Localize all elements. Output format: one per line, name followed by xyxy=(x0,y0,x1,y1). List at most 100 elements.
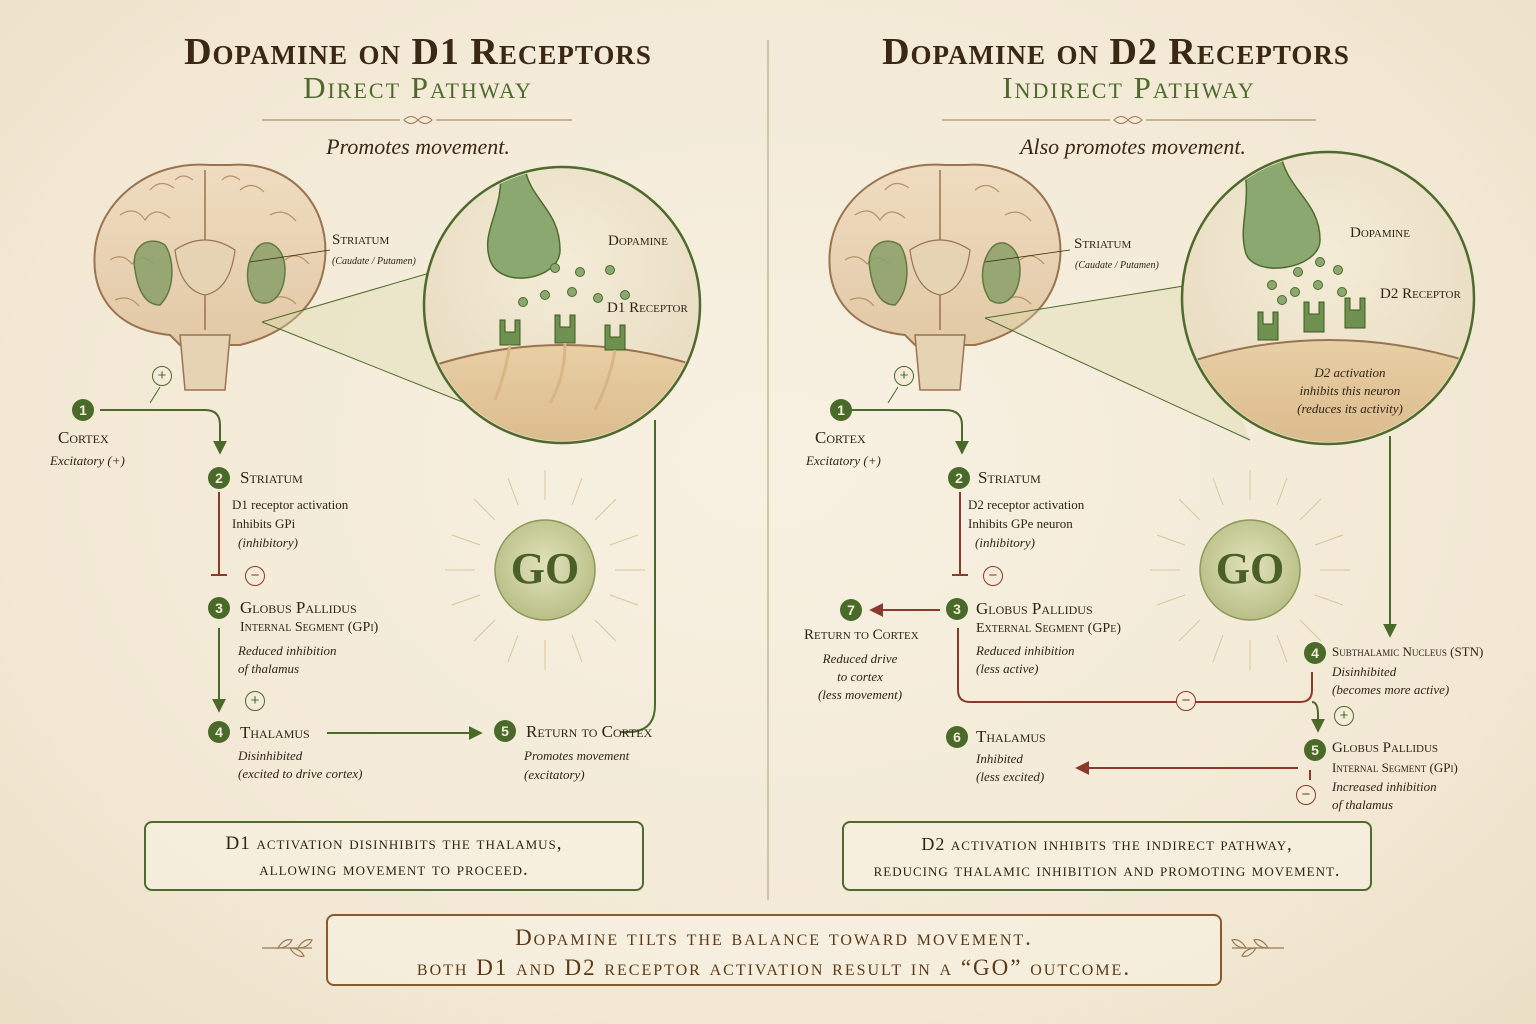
left-go-sunburst xyxy=(445,470,645,670)
left-summary-line2: allowing movement to proceed. xyxy=(259,859,529,880)
left-node3-badge: 3 xyxy=(208,597,230,619)
right-node6-badge: 6 xyxy=(946,726,968,748)
bottom-conclusion-box: Dopamine tilts the balance toward moveme… xyxy=(326,914,1222,986)
left-dopamine-label: Dopamine xyxy=(608,233,668,249)
left-node5-line1: Promotes movement xyxy=(524,748,630,763)
right-striatum-sub: (Caudate / Putamen) xyxy=(1075,260,1159,271)
right-node4-line1: Disinhibited xyxy=(1332,664,1397,679)
bottom-line2: both D1 and D2 receptor activation resul… xyxy=(416,955,1132,980)
right-node7-title: Return to Cortex xyxy=(804,627,919,643)
right-neuron-note1: D2 activation xyxy=(1314,365,1386,380)
right-node4-line2: (becomes more active) xyxy=(1332,682,1450,697)
left-disinhibit-plus-sign: + xyxy=(245,691,265,711)
right-node3-badge: 3 xyxy=(946,598,968,620)
left-title: Dopamine on D1 Receptors xyxy=(184,31,652,73)
right-tagline: Also promotes movement. xyxy=(1020,134,1246,159)
right-summary-line2: reducing thalamic inhibition and promoti… xyxy=(873,860,1341,880)
left-node3-sub: Internal Segment (GPi) xyxy=(240,620,379,635)
right-sprig-icon xyxy=(1231,939,1284,957)
right-node4-badge: 4 xyxy=(1304,642,1326,664)
right-node6-line2: (less excited) xyxy=(976,769,1045,784)
right-node7-line3: (less movement) xyxy=(817,687,903,702)
right-summary-line1: D2 activation inhibits the indirect path… xyxy=(921,834,1293,854)
right-go-sunburst xyxy=(1150,470,1350,670)
right-stn-plus-sign: + xyxy=(1334,706,1354,726)
right-node1-desc: Excitatory (+) xyxy=(806,453,881,468)
right-cortex-plus-sign: + xyxy=(894,366,914,386)
right-title: Dopamine on D2 Receptors xyxy=(882,31,1350,73)
right-node1-title: Cortex xyxy=(815,428,866,447)
left-node1-title: Cortex xyxy=(58,428,109,447)
right-go-circle xyxy=(1199,519,1301,621)
right-node3-line1: Reduced inhibition xyxy=(976,643,1075,658)
left-node4-line2: (excited to drive cortex) xyxy=(238,766,363,781)
left-receptor-label: D1 Receptor xyxy=(607,300,688,316)
bottom-line1: Dopamine tilts the balance toward moveme… xyxy=(515,925,1033,950)
left-node5-line2: (excitatory) xyxy=(524,767,585,782)
right-node5-line1: Increased inhibition xyxy=(1332,779,1437,794)
left-node4-badge: 4 xyxy=(208,721,230,743)
left-node2-line2: Inhibits GPi xyxy=(232,516,296,531)
right-node7-line1: Reduced drive xyxy=(822,651,898,666)
right-node2-line3: (inhibitory) xyxy=(975,535,1035,550)
right-gpi-minus-sign: − xyxy=(1296,785,1316,805)
right-node2-line2: Inhibits GPe neuron xyxy=(968,516,1073,531)
right-subtitle: Indirect Pathway xyxy=(1002,70,1256,105)
right-node5-line2: of thalamus xyxy=(1332,797,1394,812)
right-node2-title: Striatum xyxy=(978,468,1041,487)
left-subtitle: Direct Pathway xyxy=(303,70,533,105)
left-node2-line3: (inhibitory) xyxy=(238,535,298,550)
left-node1-badge: 1 xyxy=(72,399,94,421)
right-striatum-label: Striatum xyxy=(1074,236,1132,252)
right-title-ornament xyxy=(942,116,1316,124)
right-node5-title: Globus Pallidus xyxy=(1332,740,1439,756)
right-node7-line2: to cortex xyxy=(837,669,883,684)
right-neuron-note2: inhibits this neuron xyxy=(1299,383,1401,398)
left-go-label: GO xyxy=(510,544,580,593)
right-node2-badge: 2 xyxy=(948,467,970,489)
left-tagline: Promotes movement. xyxy=(326,134,510,159)
left-striatum-sub: (Caudate / Putamen) xyxy=(332,256,416,267)
left-node2-line1: D1 receptor activation xyxy=(232,497,349,512)
left-title-ornament xyxy=(262,116,572,124)
right-node6-title: Thalamus xyxy=(976,727,1046,746)
left-node3-title: Globus Pallidus xyxy=(240,598,357,617)
left-node5-title: Return to Cortex xyxy=(526,722,653,741)
left-inhibit-minus-sign: − xyxy=(245,566,265,586)
right-node1-badge: 1 xyxy=(830,399,852,421)
right-receptor-label: D2 Receptor xyxy=(1380,286,1461,302)
left-sprig-icon xyxy=(262,939,313,957)
left-node4-line1: Disinhibited xyxy=(238,748,303,763)
right-node6-line1: Inhibited xyxy=(976,751,1023,766)
right-node3-sub: External Segment (GPe) xyxy=(976,621,1121,636)
left-striatum-label: Striatum xyxy=(332,232,390,248)
right-dopamine-label: Dopamine xyxy=(1350,225,1410,241)
left-node2-badge: 2 xyxy=(208,467,230,489)
left-summary-line1: D1 activation disinhibits the thalamus, xyxy=(225,833,563,854)
right-neuron-note3: (reduces its activity) xyxy=(1297,401,1403,416)
right-node5-sub: Internal Segment (GPi) xyxy=(1332,760,1458,775)
right-node3-line2: (less active) xyxy=(976,661,1039,676)
right-stn-minus-sign: − xyxy=(1176,691,1196,711)
left-node3-line2: of thalamus xyxy=(238,661,300,676)
right-node4-title: Subthalamic Nucleus (STN) xyxy=(1332,644,1484,659)
left-brain-illustration xyxy=(93,163,327,391)
right-inhibit-minus-sign: − xyxy=(983,566,1003,586)
left-node5-badge: 5 xyxy=(494,720,516,742)
left-node2-title: Striatum xyxy=(240,468,303,487)
left-node3-line1: Reduced inhibition xyxy=(238,643,337,658)
right-summary-box: D2 activation inhibits the indirect path… xyxy=(842,821,1372,891)
left-zoom-cone xyxy=(262,270,470,405)
right-node2-line1: D2 receptor activation xyxy=(968,497,1085,512)
right-brain-illustration xyxy=(828,163,1062,391)
left-cortex-plus-sign: + xyxy=(152,366,172,386)
left-node4-title: Thalamus xyxy=(240,723,310,742)
left-node1-desc: Excitatory (+) xyxy=(50,453,125,468)
right-node7-badge: 7 xyxy=(840,599,862,621)
left-go-circle xyxy=(494,519,596,621)
right-node5-badge: 5 xyxy=(1304,739,1326,761)
left-summary-box: D1 activation disinhibits the thalamus, … xyxy=(144,821,644,891)
right-go-label: GO xyxy=(1215,544,1285,593)
